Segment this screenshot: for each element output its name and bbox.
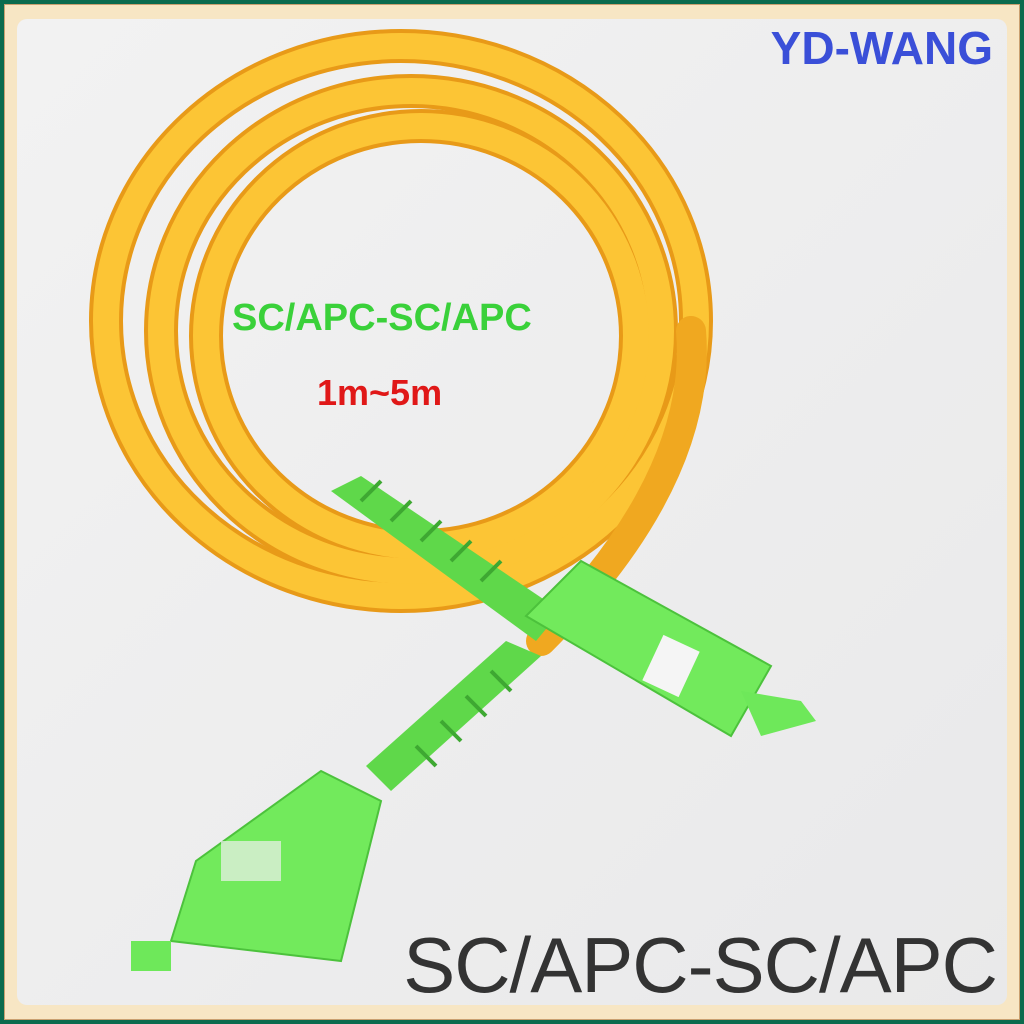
fiber-patch-cable-image bbox=[89, 29, 816, 971]
connector-type-headline: SC/APC-SC/APC bbox=[232, 297, 532, 339]
connector-upper-icon bbox=[331, 476, 816, 738]
product-frame: YD-WANG SC/APC-SC/APC 1m~5m SC/APC-SC/AP… bbox=[4, 4, 1020, 1020]
length-range: 1m~5m bbox=[317, 372, 443, 413]
brand-logo: YD-WANG bbox=[770, 22, 993, 74]
footer-connector-label: SC/APC-SC/APC bbox=[403, 921, 998, 1005]
product-image-area: YD-WANG SC/APC-SC/APC 1m~5m SC/APC-SC/AP… bbox=[17, 19, 1007, 1005]
connector-lower-icon bbox=[131, 641, 541, 971]
